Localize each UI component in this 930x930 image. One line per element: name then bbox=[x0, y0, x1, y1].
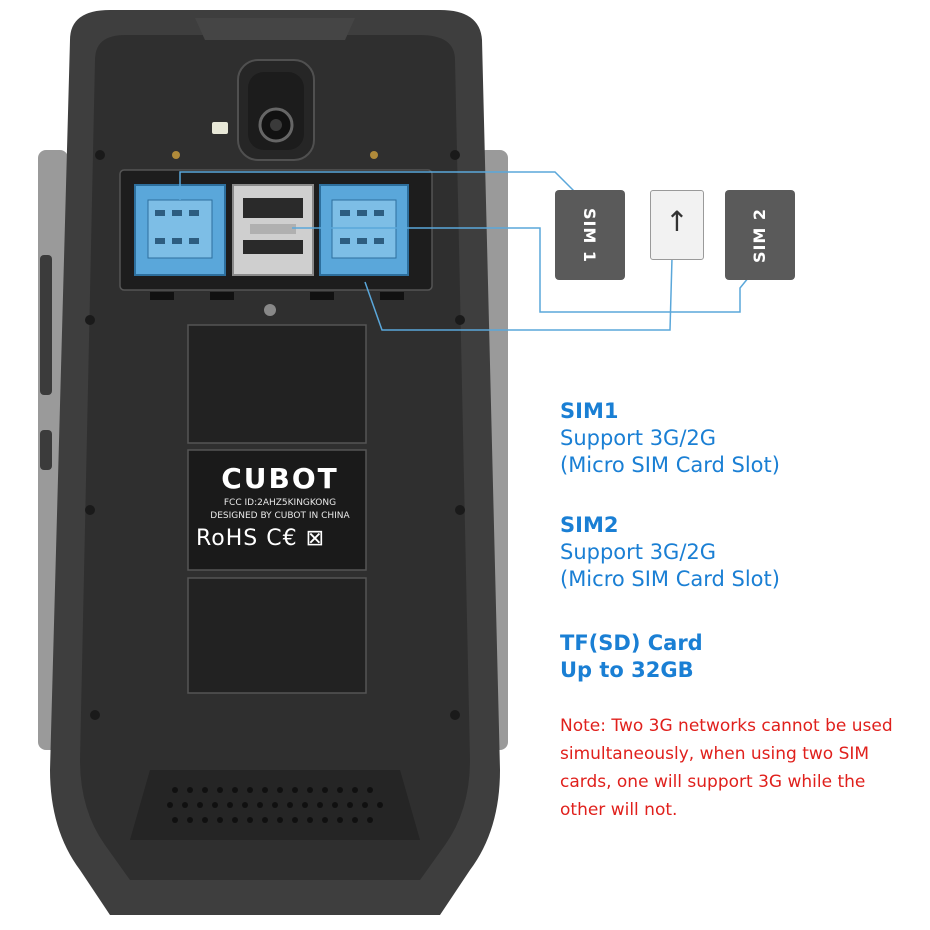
sim2-info: SIM2 Support 3G/2G (Micro SIM Card Slot) bbox=[560, 512, 780, 593]
flash-icon bbox=[212, 122, 228, 134]
sim1-card: SIM 1 bbox=[555, 190, 625, 280]
note-text: Note: Two 3G networks cannot be used sim… bbox=[560, 716, 893, 820]
tf-info-title: TF(SD) Card bbox=[560, 631, 703, 655]
tf-slot bbox=[232, 184, 314, 276]
screws bbox=[85, 150, 465, 720]
sim1-info-line1: Support 3G/2G bbox=[560, 426, 717, 450]
certification-marks: RoHS C€ ⊠ bbox=[196, 526, 326, 551]
battery-panel-top bbox=[187, 324, 367, 444]
top-notch bbox=[195, 18, 355, 40]
sim1-card-label: SIM 1 bbox=[580, 207, 600, 263]
sim1-connector bbox=[179, 171, 576, 200]
tf-info: TF(SD) Card Up to 32GB bbox=[560, 630, 703, 684]
brand-logo: CUBOT bbox=[221, 462, 339, 495]
phone-left-buttons bbox=[40, 255, 52, 395]
battery-panel-bottom bbox=[187, 577, 367, 694]
connector-lines bbox=[179, 171, 754, 331]
tf-card: ↑ bbox=[650, 190, 704, 260]
phone-left-button-2 bbox=[40, 430, 52, 470]
designed-by-text: DESIGNED BY CUBOT IN CHINA bbox=[210, 511, 350, 521]
fcc-id-text: FCC ID:2AHZ5KINGKONG bbox=[223, 498, 337, 508]
sim2-info-line2: (Micro SIM Card Slot) bbox=[560, 567, 780, 591]
sim2-connector bbox=[364, 257, 673, 331]
tf-connector bbox=[292, 227, 754, 313]
sim2-slot bbox=[319, 184, 409, 276]
sim1-info: SIM1 Support 3G/2G (Micro SIM Card Slot) bbox=[560, 398, 780, 479]
tf-info-line1: Up to 32GB bbox=[560, 658, 694, 682]
arrow-up-icon: ↑ bbox=[665, 205, 689, 238]
sim2-card: SIM 2 bbox=[725, 190, 795, 280]
camera-lens-glass bbox=[270, 119, 282, 131]
sim1-info-title: SIM1 bbox=[560, 399, 619, 423]
sim1-info-line2: (Micro SIM Card Slot) bbox=[560, 453, 780, 477]
sim2-card-label: SIM 2 bbox=[750, 207, 770, 263]
logo-panel bbox=[187, 449, 367, 571]
sim2-info-title: SIM2 bbox=[560, 513, 619, 537]
bay-tabs bbox=[150, 292, 404, 300]
speaker-grille bbox=[167, 787, 383, 823]
gold-screw-right bbox=[370, 151, 378, 159]
gold-screw-left bbox=[172, 151, 180, 159]
sim2-info-line1: Support 3G/2G bbox=[560, 540, 717, 564]
